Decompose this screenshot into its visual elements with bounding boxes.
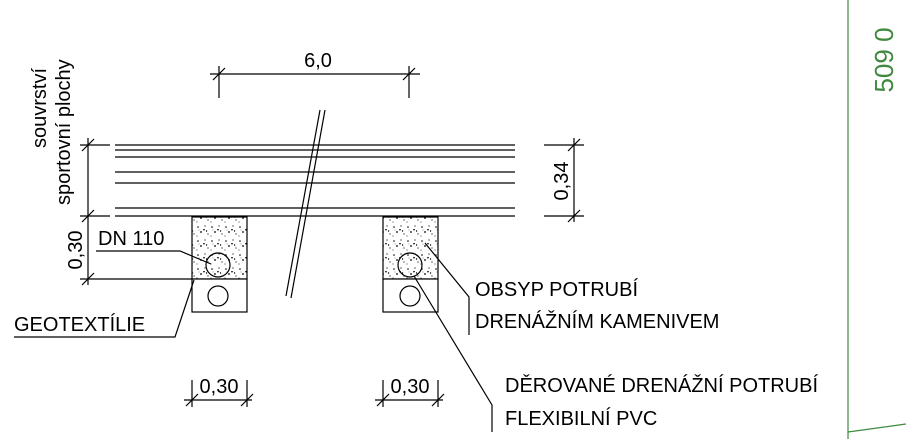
layer-label-line1: souvrství (29, 68, 51, 148)
right-trench (382, 216, 439, 313)
geotextile-leader (14, 279, 195, 338)
dimension-trench-width-left-label: 0,30 (200, 376, 239, 398)
backfill-leader (424, 242, 470, 335)
dimension-left-vertical (80, 138, 192, 286)
dimension-width-top (210, 66, 420, 98)
right-frame (847, 0, 906, 439)
backfill-label-line2: DRENÁŽNÍM KAMENIVEM (475, 310, 719, 333)
dimension-layer-thickness (544, 138, 584, 223)
pipe-dn-label: DN 110 (98, 228, 164, 250)
backfill-label-line1: OBSYP POTRUBÍ (475, 278, 638, 301)
dimension-trench-width-left (184, 380, 254, 407)
surface-layer-lines (115, 144, 515, 217)
frame-border-text: 509 0 (869, 27, 899, 92)
dimension-trench-depth-label: 0,30 (65, 231, 87, 270)
pipe-dn-leader (96, 250, 212, 265)
pipe-label-line1: DĚROVANÉ DRENÁŽNÍ POTRUBÍ (505, 374, 818, 397)
dimension-trench-width-right-label: 0,30 (391, 376, 430, 398)
dimension-trench-width-right (375, 380, 445, 407)
left-trench (191, 216, 248, 313)
dimension-layer-label: 0,34 (551, 162, 573, 201)
pipe-label-line2: FLEXIBILNÍ PVC (505, 407, 657, 430)
geotextile-label: GEOTEXTÍLIE (14, 313, 145, 336)
pipe-leader (413, 275, 493, 432)
layer-label-line2: sportovní plochy (53, 59, 75, 205)
break-line (285, 109, 326, 299)
dimension-width-label: 6,0 (304, 50, 332, 72)
